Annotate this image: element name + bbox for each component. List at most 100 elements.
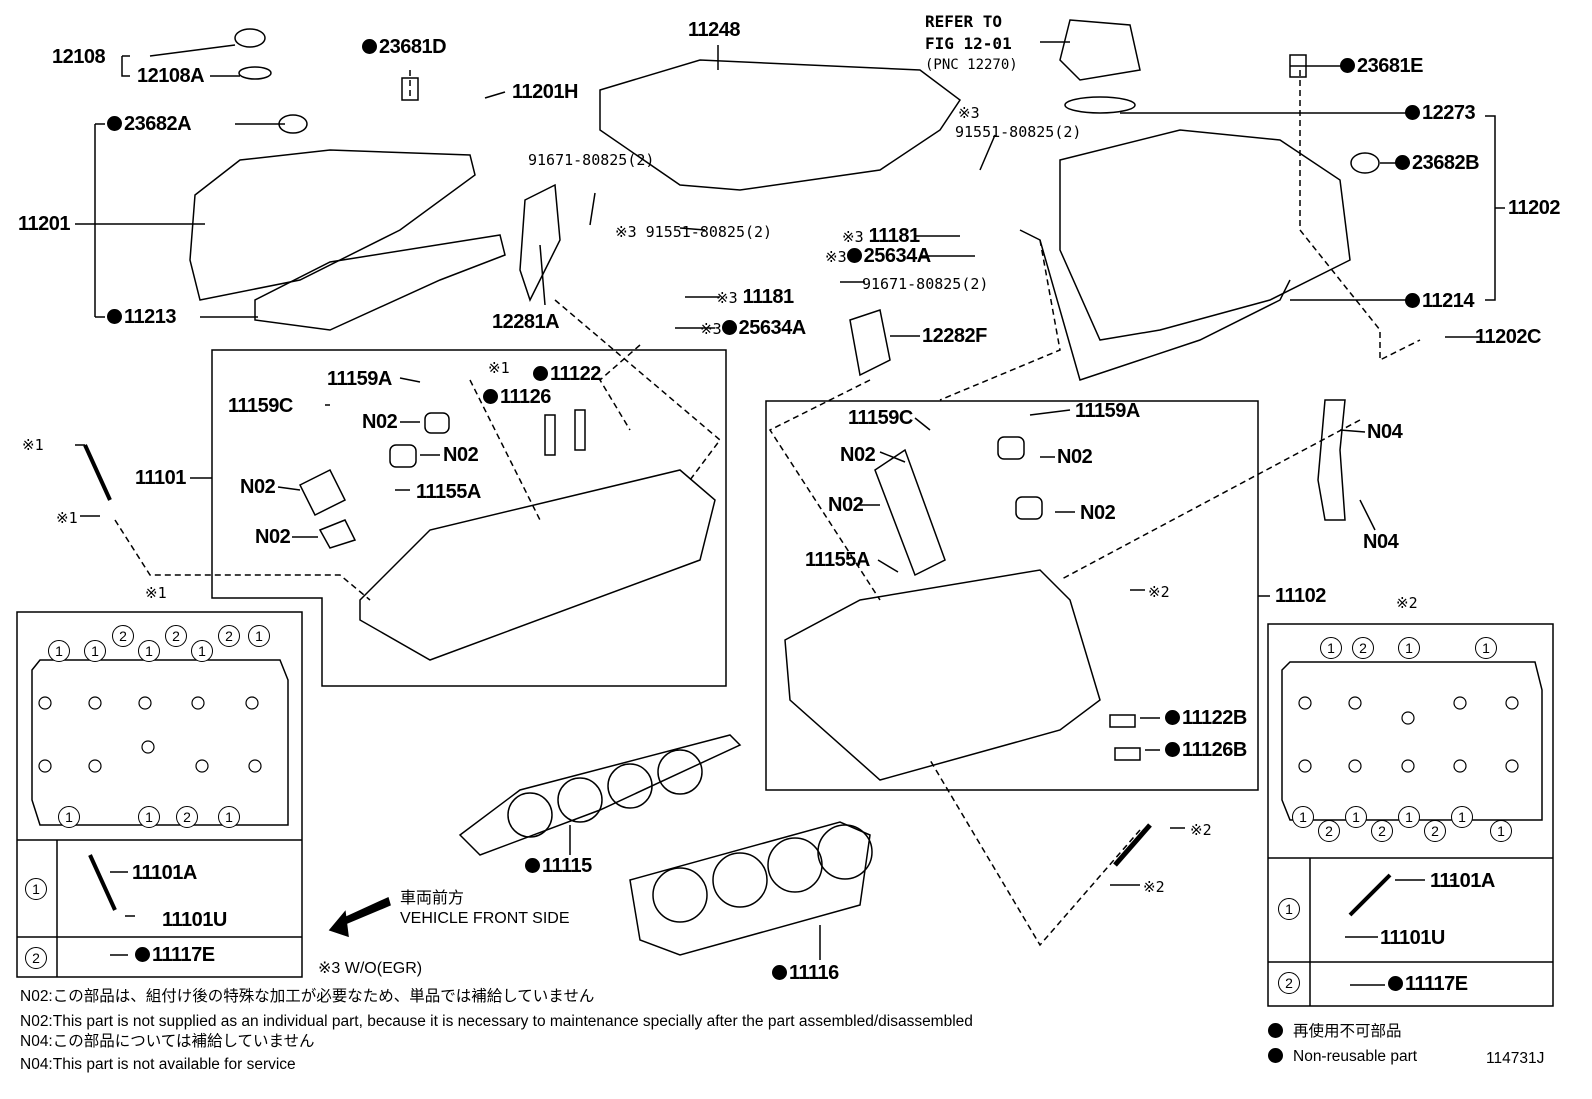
sequence-circle-left: 1	[138, 806, 160, 828]
mark1-label-d: ※1	[145, 584, 167, 602]
part-label-11213: 11213	[107, 307, 177, 327]
sequence-circle-left: 2	[165, 625, 187, 647]
non-reusable-dot-icon	[362, 39, 377, 54]
head-gasket-right	[629, 821, 871, 956]
part-label-11159c-b: 11159C	[848, 407, 913, 429]
part-label-11159a-a: 11159A	[327, 368, 392, 390]
non-reusable-dot-icon	[533, 366, 548, 381]
non-reusable-dot-icon	[135, 947, 150, 962]
non-reusable-dot-icon	[846, 248, 862, 263]
non-reusable-dot-icon	[1340, 58, 1355, 73]
bracket-n04	[1317, 399, 1346, 521]
vehicle-front-en-label: VEHICLE FRONT SIDE	[400, 910, 570, 927]
valve-cover-right	[1059, 129, 1351, 341]
sequence-circle-2-left: 2	[25, 947, 47, 969]
part-label-11201: 11201	[18, 213, 71, 235]
valve-cover-left	[189, 149, 476, 301]
sequence-circle-right: 1	[1398, 637, 1420, 659]
intake-cover	[599, 59, 962, 191]
sequence-circle-right: 1	[1398, 806, 1420, 828]
part-label-11181-a: ※3 11181	[716, 286, 794, 308]
sequence-circle-left: 2	[176, 806, 198, 828]
part-label-n02-7: N02	[828, 494, 864, 516]
part-label-11159c-a: 11159C	[228, 395, 293, 417]
non-reusable-dot-icon	[1165, 710, 1180, 725]
part-label-91671-a: 91671-80825(2)	[528, 151, 655, 169]
part-label-11122: 11122	[533, 364, 601, 384]
sequence-circle-right: 1	[1320, 637, 1342, 659]
legend-non-reusable-en: Non-reusable part	[1268, 1048, 1417, 1066]
part-label-91671-b: 91671-80825(2)	[862, 275, 989, 293]
part-label-11101a-right: 11101A	[1430, 870, 1495, 892]
part-label-12281a: 12281A	[492, 311, 560, 333]
part-label-11202c: 11202C	[1475, 326, 1541, 348]
part-label-11248: 11248	[688, 19, 741, 41]
note-n04-jp: N04:この部品については補給していません	[20, 1033, 315, 1050]
part-label-11101u-right: 11101U	[1380, 927, 1445, 949]
sequence-circle-left: 2	[218, 625, 240, 647]
mark1-label-a: ※1	[488, 359, 510, 377]
part-label-11181-b: ※3 11181	[842, 225, 920, 247]
note-n02-jp: N02:この部品は、組付け後の特殊な加工が必要なため、単品では補給していません	[20, 988, 595, 1005]
part-label-23681d: 23681D	[362, 37, 447, 57]
part-label-23682a: 23682A	[107, 114, 192, 134]
left-head-group-box	[211, 349, 727, 687]
part-label-11115: 11115	[525, 856, 592, 876]
non-reusable-dot-icon	[721, 320, 737, 335]
part-label-11159a-b: 11159A	[1075, 400, 1140, 422]
left-bolt-sequence-box	[16, 611, 303, 978]
sequence-circle-right: 1	[1490, 820, 1512, 842]
valve-cover-gasket-right	[1019, 229, 1291, 381]
refer-pnc-label: (PNC 12270)	[925, 57, 1018, 73]
part-label-n02-1: N02	[362, 411, 398, 433]
part-label-12108: 12108	[52, 46, 106, 68]
part-label-11214: 11214	[1405, 291, 1475, 311]
sequence-circle-right: 2	[1424, 820, 1446, 842]
part-label-n02-8: N02	[1080, 502, 1116, 524]
part-label-n02-4: N02	[255, 526, 291, 548]
sequence-circle-right: 1	[1292, 806, 1314, 828]
non-reusable-dot-icon	[1268, 1048, 1283, 1063]
sequence-circle-2-right: 2	[1278, 972, 1300, 994]
legend-non-reusable-jp: 再使用不可部品	[1268, 1023, 1402, 1041]
part-label-11126b: 11126B	[1165, 740, 1247, 760]
mark2-label-c: ※2	[1190, 821, 1212, 839]
sequence-circle-right: 1	[1451, 806, 1473, 828]
mark1-label-c: ※1	[56, 509, 78, 527]
non-reusable-dot-icon	[107, 116, 122, 131]
sequence-circle-left: 1	[248, 625, 270, 647]
part-label-12108a: 12108A	[137, 65, 205, 87]
non-reusable-dot-icon	[483, 389, 498, 404]
part-label-91551-a: ※3 91551-80825(2)	[615, 223, 773, 241]
part-label-12282f: 12282F	[922, 325, 987, 347]
part-label-11202: 11202	[1508, 197, 1561, 219]
sequence-circle-1-left: 1	[25, 878, 47, 900]
sequence-circle-left: 2	[112, 625, 134, 647]
right-head-outline	[1281, 661, 1543, 821]
non-reusable-dot-icon	[1268, 1023, 1283, 1038]
part-label-11122b: 11122B	[1165, 708, 1247, 728]
sequence-circle-right: 1	[1345, 806, 1367, 828]
non-reusable-dot-icon	[1405, 105, 1420, 120]
part-label-n02-6: N02	[1057, 446, 1093, 468]
left-head-outline	[31, 659, 289, 826]
refer-fig-label: FIG 12-01	[925, 34, 1012, 53]
part-label-11117e-right: 11117E	[1388, 974, 1468, 994]
bracket-12282f	[849, 309, 891, 377]
non-reusable-dot-icon	[1388, 976, 1403, 991]
part-label-11102: 11102	[1275, 585, 1326, 607]
non-reusable-dot-icon	[525, 858, 540, 873]
mark2-label-d: ※2	[1143, 878, 1165, 896]
part-label-n04-b: N04	[1363, 531, 1399, 553]
note-n04-en: N04:This part is not available for servi…	[20, 1056, 296, 1073]
mark2-label-b: ※2	[1396, 594, 1418, 612]
mark1-label-b: ※1	[22, 436, 44, 454]
part-label-11101: 11101	[135, 467, 186, 489]
part-label-11101u-left: 11101U	[162, 909, 227, 931]
part-label-23681e: 23681E	[1340, 56, 1423, 76]
sequence-circle-right: 2	[1352, 637, 1374, 659]
sequence-circle-1-right: 1	[1278, 898, 1300, 920]
